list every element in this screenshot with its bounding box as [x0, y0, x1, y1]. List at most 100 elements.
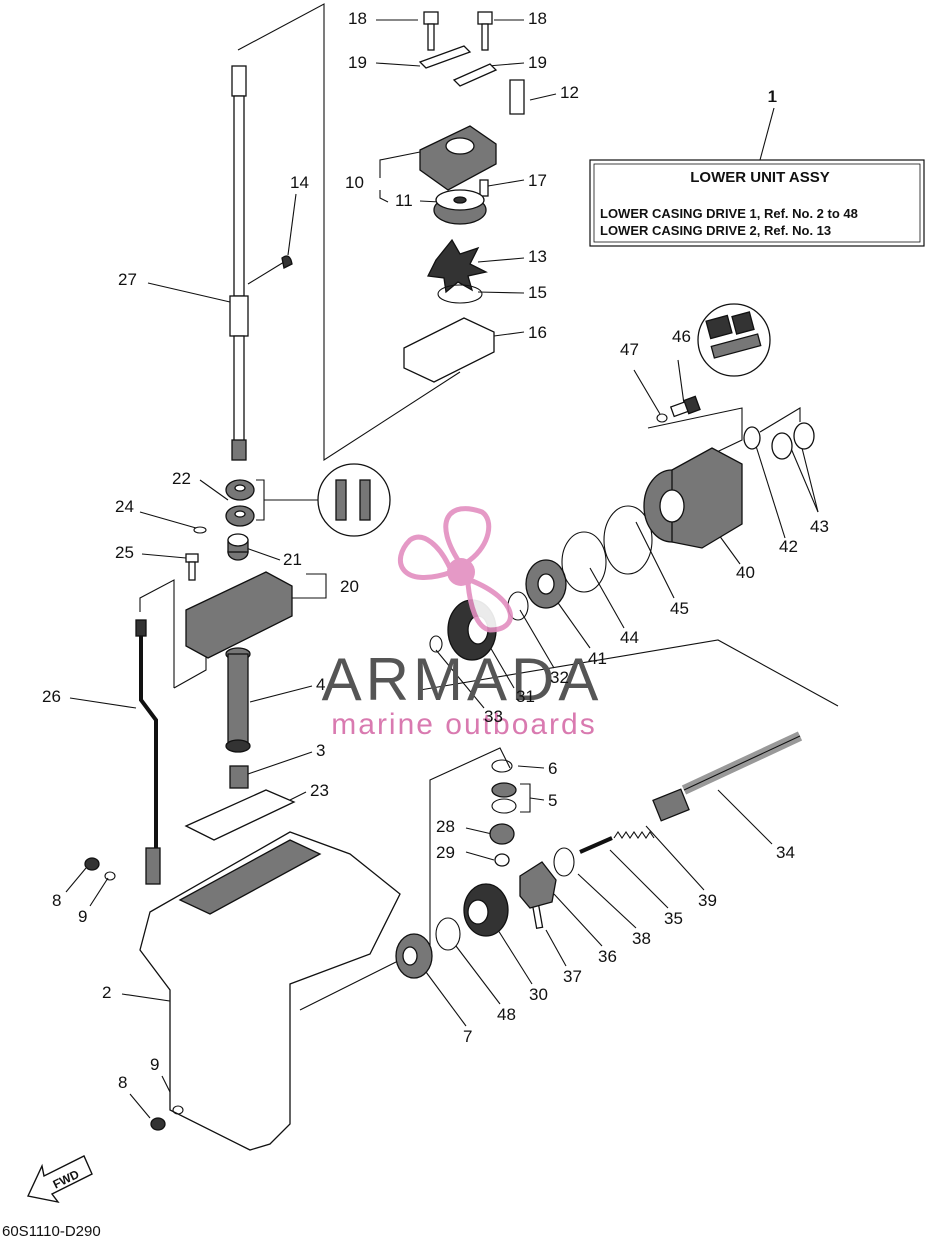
drive-shaft-27: [229, 65, 249, 461]
leader-lines: [65, 19, 819, 1119]
callout-38: 38: [632, 929, 651, 948]
gasket-16: [403, 317, 495, 383]
callout-13: 13: [528, 247, 547, 266]
housing-40: [643, 447, 743, 549]
fwd-arrow-icon: FWD: [26, 1155, 93, 1204]
title-box: LOWER UNIT ASSY LOWER CASING DRIVE 1, Re…: [589, 87, 925, 247]
callout-41: 41: [588, 649, 607, 668]
bolt-46: [669, 395, 701, 418]
callout-27: 27: [118, 270, 137, 289]
bearings-22: [225, 479, 255, 527]
watermark-brand: ARMADA: [322, 646, 603, 713]
callout-26: 26: [42, 687, 61, 706]
grease-symbol-circle: [697, 303, 771, 377]
oring-45: [603, 505, 653, 575]
callout-36: 36: [598, 947, 617, 966]
callout-4: 4: [316, 675, 325, 694]
callout-35: 35: [664, 909, 683, 928]
callout-7: 7: [463, 1027, 472, 1046]
gasket-23: [184, 789, 296, 841]
callout-17: 17: [528, 171, 547, 190]
callout-44: 44: [620, 628, 639, 647]
bearing-7: [395, 933, 433, 979]
callout-15: 15: [528, 283, 547, 302]
key-14: [281, 255, 293, 269]
callout-47: 47: [620, 340, 639, 359]
clutch-36: [519, 861, 557, 909]
callout-2: 2: [102, 983, 111, 1002]
propeller-logo-icon: [398, 506, 513, 633]
pinion-28: [489, 823, 515, 845]
callout-39: 39: [698, 891, 717, 910]
callout-19: 19: [348, 53, 367, 72]
callout-33: 33: [484, 707, 503, 726]
washer-47: [656, 413, 668, 423]
insert-11: [433, 189, 487, 225]
callout-21: 21: [283, 550, 302, 569]
callout-18: 18: [528, 9, 547, 28]
title-box-line1: LOWER CASING DRIVE 1, Ref. No. 2 to 48: [600, 206, 858, 221]
callout-12: 12: [560, 83, 579, 102]
oring-15: [437, 284, 483, 304]
bearing-detail-circle: [317, 463, 391, 537]
tube-4: [225, 647, 251, 753]
plunger-35: [579, 836, 613, 854]
callout-28: 28: [436, 817, 455, 836]
circlip-33: [429, 635, 443, 653]
ring-24: [193, 526, 207, 534]
callout-25: 25: [115, 543, 134, 562]
callout-9: 9: [78, 907, 87, 926]
title-box-title: LOWER UNIT ASSY: [690, 169, 829, 186]
seals-43: [771, 422, 815, 460]
plug-8a: [84, 857, 100, 871]
pump-housing-10: [419, 125, 497, 191]
callout-14: 14: [290, 173, 309, 192]
callout-46: 46: [672, 327, 691, 346]
part-shapes: [84, 11, 815, 1151]
housing-20: [185, 571, 293, 659]
callout-40: 40: [736, 563, 755, 582]
callout-43: 43: [810, 517, 829, 536]
washer-9a: [104, 871, 116, 881]
callout-19: 19: [528, 53, 547, 72]
clip-38: [553, 847, 575, 877]
watermark-tagline: marine outboards: [331, 708, 596, 741]
callout-31: 31: [516, 687, 535, 706]
seal-42: [743, 426, 761, 450]
callout-30: 30: [529, 985, 548, 1004]
shim-48: [435, 917, 461, 951]
gear-30: [463, 883, 509, 937]
impeller-13: [427, 238, 488, 294]
watermark: ARMADA marine outboards: [322, 506, 603, 741]
callout-18: 18: [348, 9, 367, 28]
bearing-41: [525, 559, 567, 609]
callout-3: 3: [316, 741, 325, 760]
shift-rod-26: [135, 619, 161, 885]
propeller-shaft-34: [652, 731, 803, 822]
callout-1: 1: [768, 87, 777, 106]
callout-34: 34: [776, 843, 795, 862]
callout-29: 29: [436, 843, 455, 862]
callout-8: 8: [52, 891, 61, 910]
callout-45: 45: [670, 599, 689, 618]
bushing-21: [227, 533, 249, 561]
plug-8b: [150, 1117, 166, 1131]
plate-19b: [452, 63, 498, 87]
plate-19a: [418, 45, 472, 69]
diagram-code: 60S1110-D290: [2, 1223, 101, 1239]
nut-29: [494, 853, 510, 867]
bolt-25: [185, 553, 199, 581]
callout-9: 9: [150, 1055, 159, 1074]
washer-9b: [172, 1105, 184, 1115]
callout-23: 23: [310, 781, 329, 800]
title-box-ref: 1: [767, 87, 776, 106]
bearing-5: [491, 782, 517, 814]
bolts-18: [423, 11, 493, 51]
callout-6: 6: [548, 759, 557, 778]
callout-11: 11: [395, 191, 413, 210]
callout-20: 20: [340, 577, 359, 596]
callout-42: 42: [779, 537, 798, 556]
callout-24: 24: [115, 497, 134, 516]
